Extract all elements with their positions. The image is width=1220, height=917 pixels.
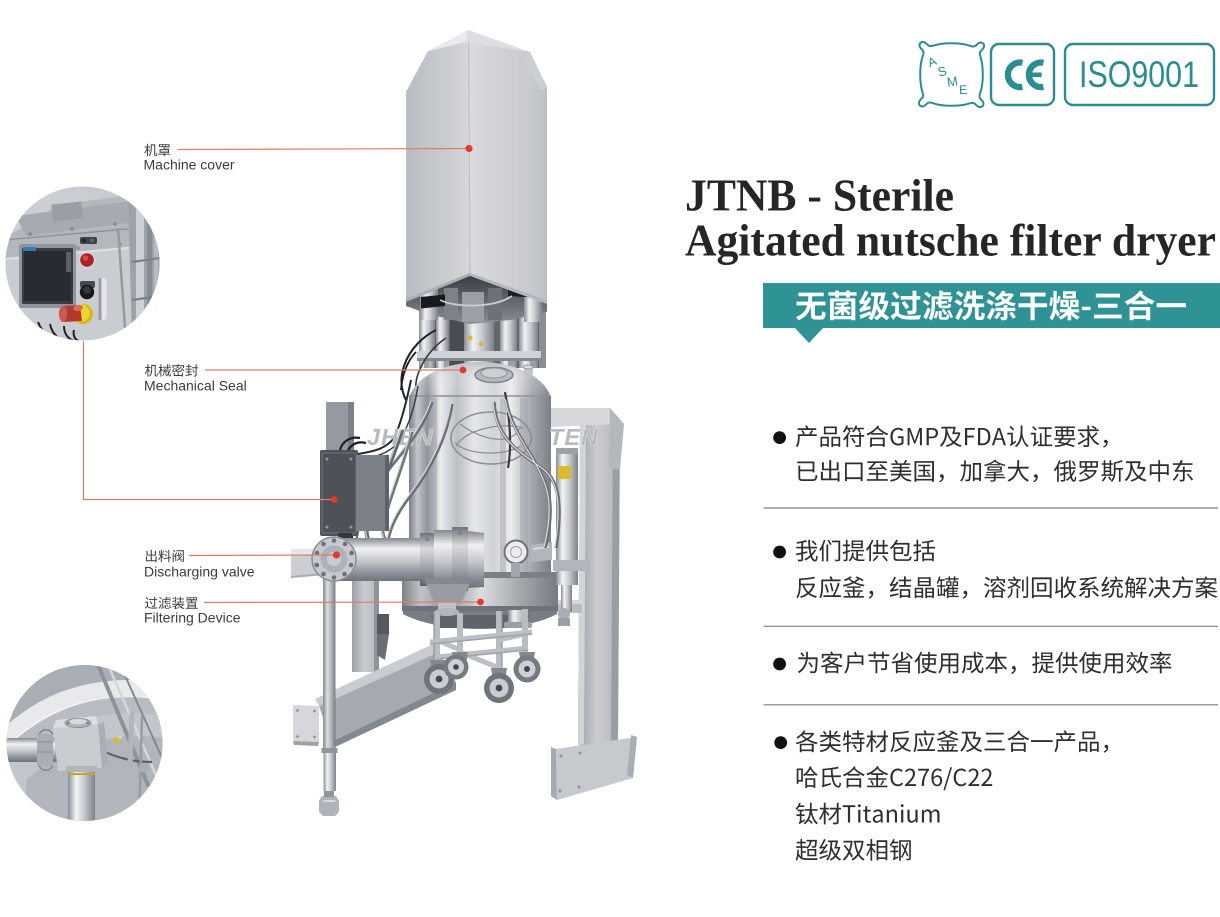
svg-text:S: S (936, 63, 949, 80)
svg-text:Agitated nutsche filter dryer: Agitated nutsche filter dryer (685, 215, 1216, 266)
svg-text:ISO9001: ISO9001 (1079, 54, 1199, 95)
svg-text:Mechanical Seal: Mechanical Seal (144, 378, 247, 394)
svg-text:E: E (959, 83, 968, 97)
svg-text:M: M (946, 73, 959, 89)
svg-text:Filtering Device: Filtering Device (144, 610, 241, 626)
svg-text:Discharging valve: Discharging valve (144, 564, 255, 580)
svg-text:TEN: TEN (549, 424, 599, 450)
svg-text:Machine cover: Machine cover (144, 157, 235, 173)
svg-text:JTNB - Sterile: JTNB - Sterile (685, 170, 954, 221)
